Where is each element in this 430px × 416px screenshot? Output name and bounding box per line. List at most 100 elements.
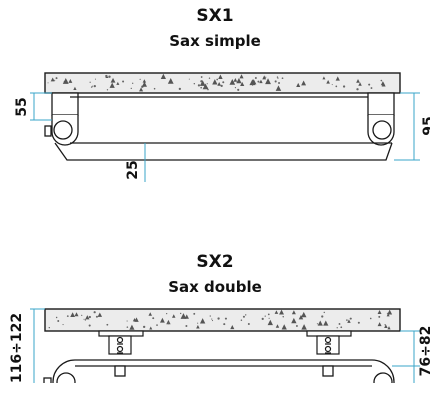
slab-speckle	[129, 324, 135, 330]
sx2-code-title: SX2	[196, 252, 234, 272]
sx1-name-subtitle: Sax simple	[169, 32, 261, 50]
slab-speckle	[142, 325, 146, 329]
slab-speckle	[216, 78, 219, 81]
slab-speckle	[197, 322, 199, 324]
slab-speckle	[156, 324, 158, 326]
slab-speckle	[209, 315, 211, 317]
slab-speckle	[230, 325, 235, 330]
slab-speckle	[160, 73, 166, 79]
slab-speckle	[217, 317, 220, 320]
slab-speckle	[167, 78, 174, 84]
slab-speckle	[199, 318, 206, 324]
slab-speckle	[331, 84, 333, 86]
sx1-dimension-lines	[30, 92, 420, 182]
slab-speckle	[218, 74, 223, 79]
slab-speckle	[277, 77, 279, 79]
slab-speckle	[186, 315, 188, 317]
sx1-right-bracket	[367, 92, 395, 146]
slab-speckle	[188, 78, 190, 80]
slab-speckle	[240, 81, 245, 87]
slab-speckle	[275, 85, 282, 91]
slab-speckle	[62, 324, 64, 326]
slab-speckle	[257, 80, 260, 83]
slab-speckle	[211, 318, 213, 320]
slab-speckle	[265, 78, 271, 85]
slab-speckle	[180, 312, 182, 315]
slab-speckle	[267, 313, 270, 316]
slab-speckle	[62, 77, 69, 84]
slab-speckle	[240, 319, 243, 321]
slab-speckle	[116, 81, 120, 85]
slab-speckle	[259, 79, 263, 84]
slab-speckle	[233, 78, 238, 82]
slab-speckle	[126, 326, 129, 328]
slab-speckle	[282, 315, 284, 318]
slab-speckle	[105, 74, 108, 78]
slab-speckle	[335, 76, 340, 81]
slab-speckle	[368, 83, 371, 86]
slab-speckle	[95, 315, 98, 318]
slab-speckle	[323, 311, 325, 314]
slab-speckle	[274, 80, 277, 83]
slab-speckle	[48, 326, 50, 329]
slab-speckle	[245, 314, 247, 316]
slab-speckle	[384, 324, 386, 326]
slab-speckle	[358, 82, 362, 86]
sx2-dimension-lines	[30, 308, 420, 383]
slab-speckle	[223, 323, 226, 326]
slab-speckle	[261, 317, 264, 321]
slab-speckle	[54, 79, 56, 81]
slab-speckle	[193, 312, 196, 315]
sx1-bracket-height-label: 55	[14, 97, 30, 116]
slab-speckle	[264, 315, 266, 317]
slab-speckle	[185, 324, 188, 327]
slab-speckle	[242, 315, 245, 318]
slab-speckle	[387, 309, 393, 315]
slab-speckle	[126, 320, 128, 322]
slab-speckle	[178, 87, 181, 91]
slab-speckle	[254, 77, 257, 80]
slab-speckle	[317, 320, 323, 326]
slab-speckle	[275, 324, 280, 328]
slab-speckle	[229, 79, 236, 85]
slab-speckle	[252, 84, 254, 86]
slab-speckle	[236, 77, 242, 84]
slab-speckle	[84, 319, 87, 321]
slab-speckle	[122, 80, 125, 83]
slab-speckle	[291, 317, 297, 324]
slab-speckle	[369, 317, 372, 320]
slab-speckle	[384, 324, 388, 329]
slab-speckle	[47, 82, 49, 84]
slab-speckle	[387, 326, 391, 330]
slab-speckle	[237, 88, 240, 91]
slab-speckle	[346, 319, 348, 321]
slab-speckle	[386, 313, 390, 317]
slab-speckle	[211, 320, 214, 322]
slab-speckle	[335, 85, 338, 88]
slab-speckle	[57, 320, 60, 323]
sx1-stone-slab	[44, 72, 401, 94]
slab-speckle	[139, 87, 144, 92]
slab-speckle	[296, 82, 301, 87]
slab-speckle	[342, 85, 346, 88]
slab-speckle	[336, 327, 338, 329]
slab-speckle	[85, 315, 90, 320]
sx2-diagram: 116÷122 76÷82	[9, 308, 430, 383]
slab-speckle	[89, 81, 91, 83]
slab-speckle	[193, 83, 196, 85]
slab-speckle	[81, 314, 83, 316]
slab-speckle	[239, 74, 244, 79]
slab-speckle	[222, 81, 225, 84]
slab-speckle	[93, 311, 96, 314]
slab-speckle	[139, 78, 141, 80]
slab-speckle	[208, 77, 211, 79]
sx1-radiator-body	[54, 96, 393, 161]
slab-speckle	[206, 83, 208, 85]
slab-speckle	[321, 315, 324, 318]
sx2-stone-slab	[44, 308, 401, 332]
slab-speckle	[130, 87, 132, 90]
slab-speckle	[247, 323, 250, 326]
slab-speckle	[148, 312, 153, 316]
sx2-right-double-bracket	[306, 330, 352, 355]
